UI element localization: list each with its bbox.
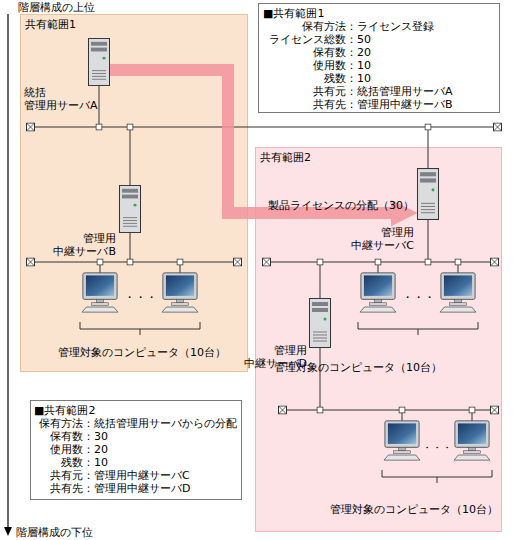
vent-lines xyxy=(313,332,327,341)
callout-line: 共有先：管理用中継サーバB xyxy=(313,98,453,111)
terminator-symbol xyxy=(494,123,502,131)
terminator-symbol xyxy=(27,123,35,131)
junction-symbol xyxy=(399,407,405,413)
diagram-label: ・・・ xyxy=(124,291,157,304)
terminator-symbol xyxy=(491,406,499,414)
server-node: 統括 管理用サーバA xyxy=(88,38,110,86)
callout-line: ライセンス総数：50 xyxy=(269,33,371,46)
junction-symbol xyxy=(97,259,103,265)
network-line xyxy=(34,127,493,128)
drive-bay xyxy=(91,48,107,52)
junction-symbol xyxy=(469,407,475,413)
drive-bay xyxy=(420,178,436,182)
axis-label: 階層構成の上位 xyxy=(18,1,95,14)
drive-bay xyxy=(312,308,328,312)
server-icon xyxy=(119,185,141,233)
power-lamp xyxy=(103,57,106,60)
diagram-label: 管理対象のコンピュータ（10台） xyxy=(58,346,226,359)
server-body xyxy=(120,185,141,232)
drive-bay xyxy=(122,189,138,193)
callout-heading: ■共有範囲1 xyxy=(263,7,324,20)
junction-symbol xyxy=(317,259,323,265)
server-label: 管理用 中継サーバB xyxy=(52,232,116,258)
power-lamp xyxy=(324,318,327,321)
server-body xyxy=(89,38,110,85)
vent-lines xyxy=(123,218,137,227)
callout-line: 残数：10 xyxy=(324,72,371,85)
server-node: 管理用 中継サーバD xyxy=(309,298,331,348)
callout-line: 残数：10 xyxy=(61,456,108,469)
diagram-label: 管理対象のコンピュータ（10台） xyxy=(330,503,498,516)
drive-bay xyxy=(91,42,107,46)
axis-label: 階層構成の下位 xyxy=(16,526,93,539)
callout-line: 保有方法：ライセンス登録 xyxy=(302,20,434,33)
info-callout: ■共有範囲1保有方法：ライセンス登録ライセンス総数：50保有数：20使用数：10… xyxy=(258,3,500,113)
power-lamp xyxy=(134,204,137,207)
diagram-label: ・・・ xyxy=(422,441,452,454)
callout-line: 共有元：統括管理用サーバA xyxy=(313,85,453,98)
axis-arrowhead xyxy=(4,527,12,536)
terminator-symbol xyxy=(234,258,242,266)
diagram-label: 管理対象のコンピュータ（10台） xyxy=(274,361,442,374)
server-icon xyxy=(88,38,110,86)
junction-symbol xyxy=(425,259,431,265)
info-callout: ■共有範囲2保有方法：統括管理用サーバからの分配保有数：30使用数：20残数：1… xyxy=(30,400,242,500)
junction-symbol xyxy=(96,124,102,130)
callout-line: 保有数：30 xyxy=(50,430,108,443)
callout-heading: ■共有範囲2 xyxy=(34,404,95,417)
terminator-symbol xyxy=(263,258,271,266)
callout-line: 使用数：10 xyxy=(313,59,371,72)
callout-line: 保有数：20 xyxy=(313,46,371,59)
drive-bay xyxy=(420,172,436,176)
callout-line: 共有先：管理用中継サーバD xyxy=(50,482,190,495)
terminator-symbol xyxy=(27,258,35,266)
drive-bay xyxy=(312,302,328,306)
drive-bay xyxy=(122,195,138,199)
hierarchy-axis xyxy=(4,14,12,536)
server-node: 管理用 中継サーバC xyxy=(417,168,439,220)
scope-heading: 共有範囲1 xyxy=(25,18,76,31)
junction-symbol xyxy=(127,259,133,265)
junction-symbol xyxy=(455,259,461,265)
edge-label: 製品ライセンスの分配（30） xyxy=(268,199,414,212)
server-label: 統括 管理用サーバA xyxy=(24,86,104,112)
server-body xyxy=(418,169,439,220)
junction-symbol xyxy=(127,124,133,130)
callout-line: 共有元：管理用中継サーバC xyxy=(50,469,190,482)
server-icon xyxy=(309,298,331,348)
server-icon xyxy=(417,168,439,220)
terminator-symbol xyxy=(279,406,287,414)
junction-symbol xyxy=(317,407,323,413)
server-body xyxy=(310,299,331,348)
callout-line: 使用数：20 xyxy=(50,443,108,456)
scope-band: 統括 管理用サーバA 管理用 中継サーバB 共有範囲1 xyxy=(20,14,248,372)
scope-heading: 共有範囲2 xyxy=(260,151,311,164)
server-node: 管理用 中継サーバB xyxy=(119,185,141,233)
junction-symbol xyxy=(425,124,431,130)
server-label: 管理用 中継サーバC xyxy=(350,226,414,252)
power-lamp xyxy=(432,188,435,191)
junction-symbol xyxy=(177,259,183,265)
axis-line xyxy=(7,14,8,528)
terminator-symbol xyxy=(491,258,499,266)
vent-lines xyxy=(92,71,106,80)
callout-line: 保有方法：統括管理用サーバからの分配 xyxy=(39,417,237,430)
junction-symbol xyxy=(375,259,381,265)
vent-lines xyxy=(421,203,435,212)
diagram-label: ・・・ xyxy=(402,291,435,304)
